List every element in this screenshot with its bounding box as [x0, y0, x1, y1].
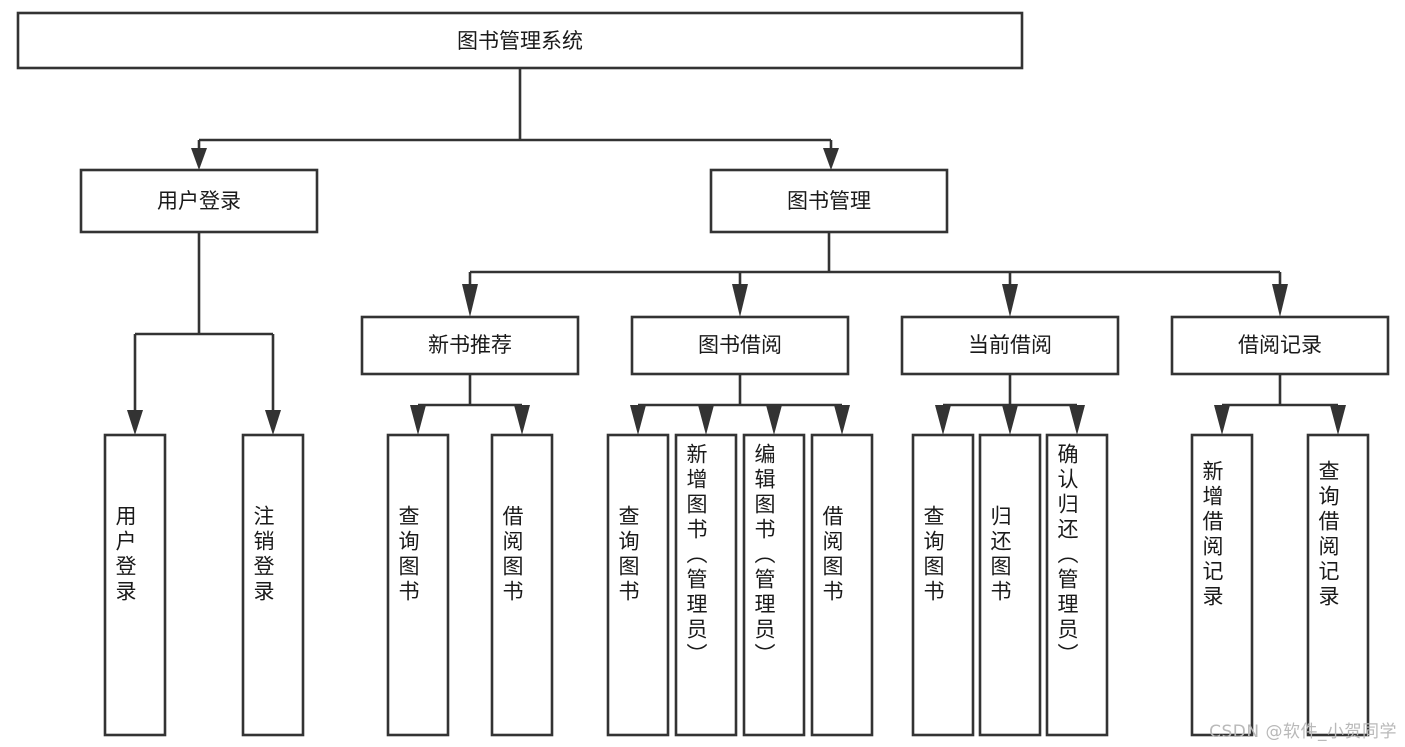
leaf-rect-book-borrow-3[interactable]	[810, 433, 874, 737]
arrow-head-l3-1	[732, 284, 748, 317]
arrow-head-bookborrow-2	[766, 405, 782, 435]
leaf-rect-book-borrow-0[interactable]	[606, 433, 670, 737]
node-borrow-record-label: 借阅记录	[1238, 333, 1322, 357]
leaf-rect-borrow-record-1[interactable]	[1306, 433, 1370, 737]
node-current-borrow-label: 当前借阅	[968, 333, 1052, 357]
arrow-head-newbook-0	[410, 405, 426, 435]
leaf-rect-group	[103, 433, 1370, 737]
node-new-book-recommend[interactable]: 新书推荐	[360, 315, 580, 376]
leaf-rect-user-login-0[interactable]	[103, 433, 167, 737]
arrow-head-currentborrow-2	[1069, 405, 1085, 435]
arrow-head-borrowrecord-1	[1330, 405, 1346, 435]
edge-group-bookmgmt-to-level3	[462, 232, 1288, 317]
leaf-rect-book-borrow-1[interactable]	[674, 433, 738, 737]
edge-group-userlogin-to-leaves	[127, 232, 281, 435]
node-book-management-rect[interactable]	[709, 168, 949, 234]
node-user-login-label: 用户登录	[157, 189, 241, 213]
arrow-head-l3-3	[1272, 284, 1288, 317]
edge-group-newbook-to-leaves	[410, 374, 530, 435]
node-borrow-record-rect[interactable]	[1170, 315, 1390, 376]
leaf-rect-new-book-0[interactable]	[386, 433, 450, 737]
node-book-borrow-rect[interactable]	[630, 315, 850, 376]
leaf-rect-current-borrow-1[interactable]	[978, 433, 1042, 737]
node-borrow-record[interactable]: 借阅记录	[1170, 315, 1390, 376]
leaf-rect-current-borrow-0[interactable]	[911, 433, 975, 737]
arrow-head-currentborrow-1	[1002, 405, 1018, 435]
arrow-head-bookborrow-1	[698, 405, 714, 435]
arrow-head-userlogin-1	[265, 410, 281, 435]
edge-group-root-to-level2	[191, 68, 839, 170]
node-root[interactable]: 图书管理系统	[16, 11, 1024, 70]
node-user-login-rect[interactable]	[79, 168, 319, 234]
arrow-head-borrowrecord-0	[1214, 405, 1230, 435]
edge-group-borrowrecord-to-leaves	[1214, 374, 1346, 435]
node-current-borrow[interactable]: 当前借阅	[900, 315, 1120, 376]
node-book-borrow[interactable]: 图书借阅	[630, 315, 850, 376]
node-book-management-label: 图书管理	[787, 189, 871, 213]
leaf-rect-new-book-1[interactable]	[490, 433, 554, 737]
node-user-login[interactable]: 用户登录	[79, 168, 319, 234]
node-new-book-recommend-label: 新书推荐	[428, 333, 512, 357]
leaf-rect-user-login-1[interactable]	[241, 433, 305, 737]
node-current-borrow-rect[interactable]	[900, 315, 1120, 376]
node-book-borrow-label: 图书借阅	[698, 333, 782, 357]
node-root-rect[interactable]	[16, 11, 1024, 70]
arrow-head-newbook-1	[514, 405, 530, 435]
arrow-head-userlogin-0	[127, 410, 143, 435]
arrow-head-l3-0	[462, 284, 478, 317]
arrow-head-l3-2	[1002, 284, 1018, 317]
leaf-rect-book-borrow-2[interactable]	[742, 433, 806, 737]
node-root-label: 图书管理系统	[457, 29, 583, 53]
edge-group-bookborrow-to-leaves	[630, 374, 850, 435]
leaf-rect-borrow-record-0[interactable]	[1190, 433, 1254, 737]
edge-group-currentborrow-to-leaves	[935, 374, 1085, 435]
node-book-management[interactable]: 图书管理	[709, 168, 949, 234]
arrow-head-root-1	[823, 148, 839, 170]
node-new-book-recommend-rect[interactable]	[360, 315, 580, 376]
arrow-head-root-0	[191, 148, 207, 170]
leaf-rect-current-borrow-2[interactable]	[1045, 433, 1109, 737]
csdn-watermark: CSDN @软件_小贺同学	[1209, 722, 1397, 742]
arrow-head-currentborrow-0	[935, 405, 951, 435]
arrow-head-bookborrow-0	[630, 405, 646, 435]
arrow-head-bookborrow-3	[834, 405, 850, 435]
